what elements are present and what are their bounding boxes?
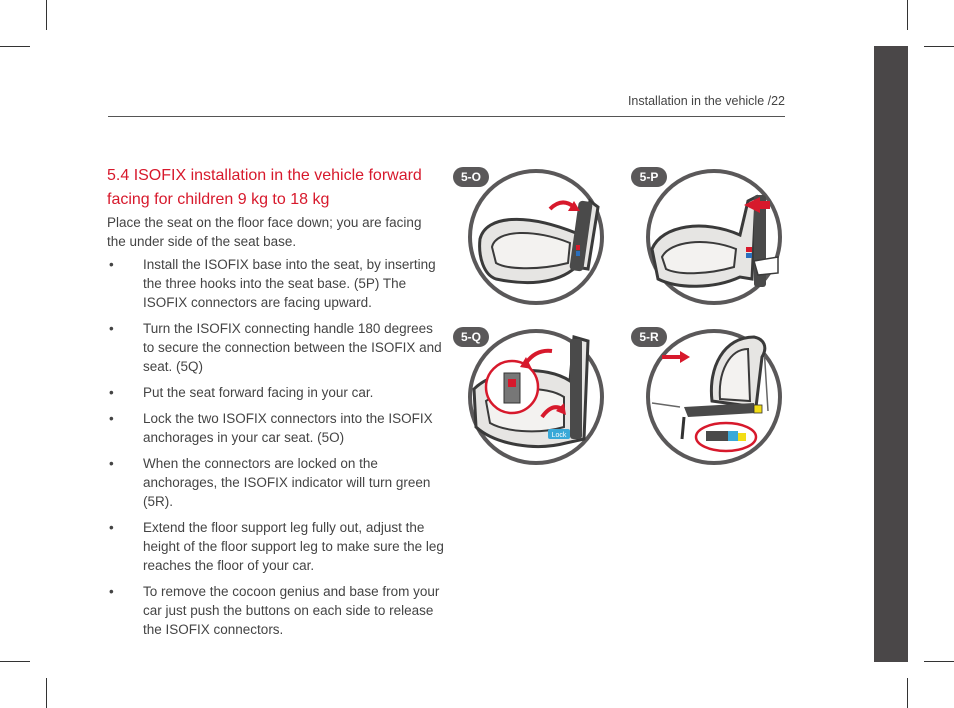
header-rule xyxy=(108,116,785,117)
crop-mark xyxy=(0,661,30,662)
crop-mark xyxy=(907,0,908,30)
figure-5-p-illustration xyxy=(646,169,782,305)
figure-label: 5-Q xyxy=(460,330,481,344)
figure-label: 5-O xyxy=(460,170,481,184)
figure-5-r: 5-R xyxy=(631,327,784,467)
step-text: When the connectors are locked on the an… xyxy=(143,456,431,509)
step-text: Extend the floor support leg fully out, … xyxy=(143,520,444,573)
crop-mark xyxy=(924,661,954,662)
figure-badge: 5-P xyxy=(631,167,667,187)
list-item: • Install the ISOFIX base into the seat, … xyxy=(107,255,447,312)
bullet: • xyxy=(109,584,114,599)
figure-badge: 5-R xyxy=(631,327,667,347)
figure-5-p: 5-P xyxy=(631,167,784,307)
intro-paragraph: Place the seat on the floor face down; y… xyxy=(107,215,422,249)
figure-5-o: 5-O xyxy=(453,167,606,307)
list-item: • When the connectors are locked on the a… xyxy=(107,454,447,511)
step-text: To remove the cocoon genius and base fro… xyxy=(143,584,440,637)
crop-mark xyxy=(46,678,47,708)
step-text: Install the ISOFIX base into the seat, b… xyxy=(143,257,436,310)
bullet: • xyxy=(109,520,114,535)
chapter-side-tab xyxy=(874,46,908,662)
crop-mark xyxy=(907,678,908,708)
list-item: • Lock the two ISOFIX connectors into the… xyxy=(107,409,447,447)
step-text: Put the seat forward facing in your car. xyxy=(143,385,374,400)
list-item: • Extend the floor support leg fully out,… xyxy=(107,518,447,575)
figure-badge: 5-Q xyxy=(453,327,489,347)
list-item: • To remove the cocoon genius and base fr… xyxy=(107,582,447,639)
bullet: • xyxy=(109,257,114,272)
crop-mark xyxy=(924,46,954,47)
running-head: Installation in the vehicle /22 xyxy=(627,94,785,108)
bullet: • xyxy=(109,456,114,471)
bullet: • xyxy=(109,411,114,426)
figure-5-q: Lock 5-Q xyxy=(453,327,606,467)
figure-5-r-illustration xyxy=(646,329,782,465)
step-text: Turn the ISOFIX connecting handle 180 de… xyxy=(143,321,442,374)
bullet: • xyxy=(109,321,114,336)
figure-badge: 5-O xyxy=(453,167,489,187)
crop-mark xyxy=(46,0,47,30)
crop-mark xyxy=(0,46,30,47)
figure-5-o-illustration xyxy=(468,169,604,305)
lock-label: Lock xyxy=(552,432,567,439)
section-title: 5.4 ISOFIX installation in the vehicle f… xyxy=(107,167,422,208)
figure-label: 5-P xyxy=(639,170,659,184)
step-text: Lock the two ISOFIX connectors into the … xyxy=(143,411,433,445)
list-item: • Turn the ISOFIX connecting handle 180 d… xyxy=(107,319,447,376)
figure-label: 5-R xyxy=(639,330,659,344)
bullet: • xyxy=(109,385,114,400)
figure-5-q-illustration: Lock xyxy=(468,329,604,465)
list-item: • Put the seat forward facing in your car… xyxy=(107,383,447,402)
instruction-list: • Install the ISOFIX base into the seat, … xyxy=(107,255,447,646)
